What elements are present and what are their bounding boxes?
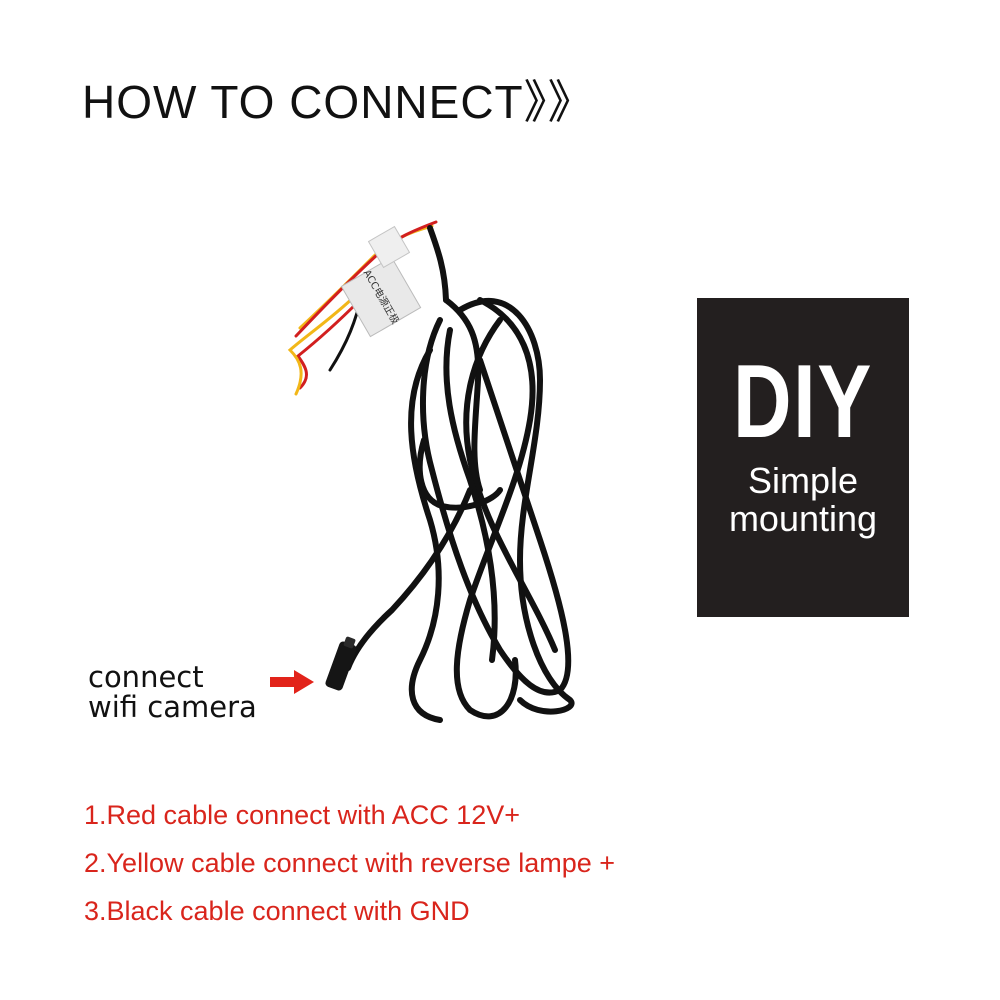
diy-badge: DIY Simple mounting: [697, 298, 909, 617]
instruction-item-black: 3.Black cable connect with GND: [84, 896, 470, 926]
coiled-cable: [345, 225, 575, 723]
instruction-item-yellow: 2.Yellow cable connect with reverse lamp…: [84, 848, 616, 878]
right-arrow-icon: [270, 670, 314, 694]
connect-callout-line2: wifi camera: [88, 690, 257, 724]
instructions-list: 1.Red cable connect with ACC 12V+ 2.Yell…: [84, 795, 615, 939]
diy-heading: DIY: [733, 344, 873, 460]
page-title: HOW TO CONNECT》》: [82, 76, 595, 128]
wire-label-tag: ACC电源正极: [340, 225, 422, 338]
diy-subtitle-line2: mounting: [728, 498, 878, 539]
connect-callout: connect wifi camera: [88, 662, 257, 722]
instruction-item-red: 1.Red cable connect with ACC 12V+: [84, 800, 521, 830]
camera-connector: [325, 636, 357, 691]
diy-subtitle: Simple mounting: [697, 462, 909, 538]
connect-callout-line1: connect: [88, 660, 204, 694]
diy-subtitle-line1: Simple: [747, 460, 859, 501]
